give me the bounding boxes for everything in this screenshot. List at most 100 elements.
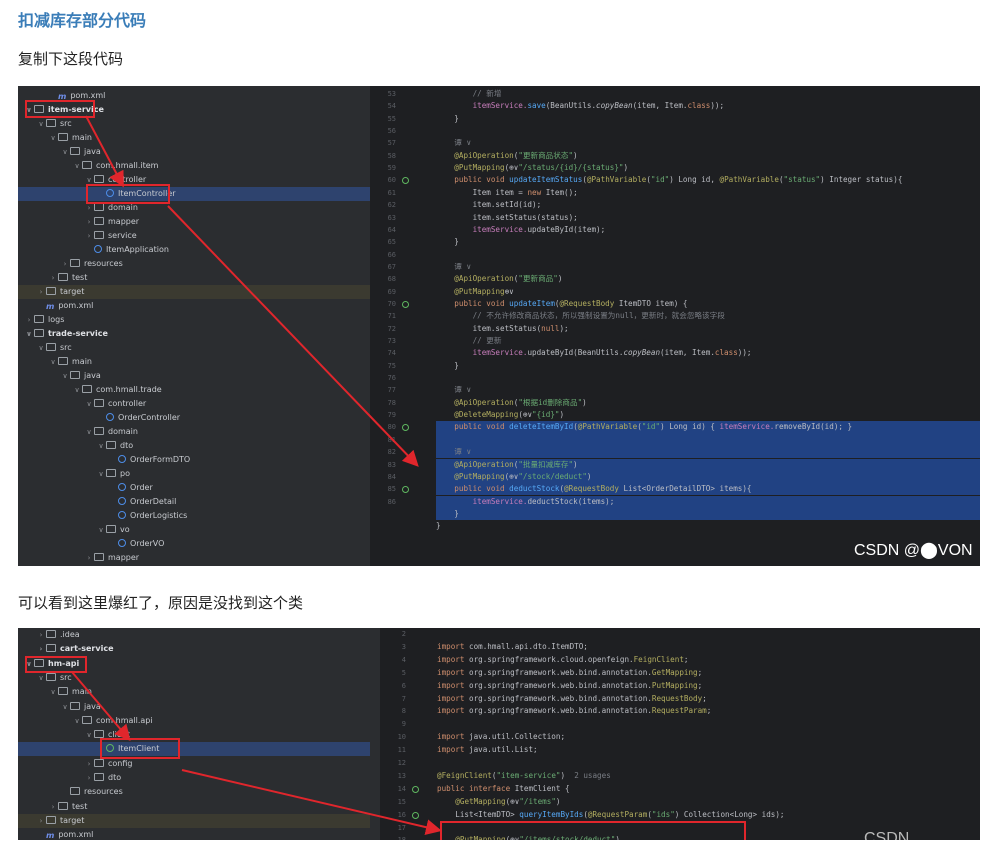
code-line[interactable]: import org.springframework.web.bind.anno… bbox=[437, 693, 980, 705]
code-line[interactable]: Item item = new Item(); bbox=[436, 187, 980, 199]
code-line[interactable]: @PutMapping(⊕∨"/items/stock/deduct") bbox=[437, 834, 980, 840]
tree-item[interactable]: Order bbox=[18, 481, 370, 495]
code-line[interactable]: import java.util.Collection; bbox=[437, 731, 980, 743]
chevron-right-icon[interactable]: › bbox=[39, 816, 43, 825]
chevron-right-icon[interactable]: › bbox=[87, 759, 91, 768]
code-line[interactable]: item.setStatus(null); bbox=[436, 323, 980, 335]
chevron-right-icon[interactable]: › bbox=[87, 204, 91, 212]
code-line[interactable]: public void deleteItemById(@PathVariable… bbox=[436, 421, 980, 434]
code-line[interactable]: itemService.save(BeanUtils.copyBean(item… bbox=[436, 100, 980, 112]
tree-item[interactable]: ›target bbox=[18, 285, 370, 299]
tree-item[interactable]: OrderLogistics bbox=[18, 509, 370, 523]
code-line[interactable]: 谭 ∨ bbox=[436, 261, 980, 273]
chevron-down-icon[interactable]: ∨ bbox=[86, 731, 92, 740]
chevron-right-icon[interactable]: › bbox=[51, 802, 55, 811]
chevron-right-icon[interactable]: › bbox=[87, 232, 91, 240]
code-line[interactable]: List<ItemDTO> queryItemByIds(@RequestPar… bbox=[437, 809, 980, 821]
endpoint-gutter-icon[interactable] bbox=[402, 424, 409, 432]
tree-item[interactable]: ›dto bbox=[18, 771, 370, 785]
code-line[interactable]: @DeleteMapping(⊕∨"{id}") bbox=[436, 409, 980, 421]
chevron-down-icon[interactable]: ∨ bbox=[74, 386, 80, 394]
code-line[interactable]: // 更新 bbox=[436, 335, 980, 347]
tree-item[interactable]: ∨java bbox=[18, 369, 370, 383]
tree-item[interactable]: ∨java bbox=[18, 700, 370, 714]
tree-item[interactable]: ›resources bbox=[18, 257, 370, 271]
chevron-down-icon[interactable]: ∨ bbox=[98, 470, 104, 478]
code-line[interactable]: @GetMapping(⊕∨"/items") bbox=[437, 796, 980, 808]
tree-item[interactable]: ∨domain bbox=[18, 425, 370, 439]
code-line[interactable]: import org.springframework.web.bind.anno… bbox=[437, 705, 980, 717]
tree-item[interactable]: ItemController bbox=[18, 187, 370, 201]
code-line[interactable]: 谭 ∨ bbox=[436, 384, 980, 396]
code-line[interactable]: } bbox=[436, 113, 980, 125]
tree-item[interactable]: ∨item-service bbox=[18, 103, 370, 117]
tree-item[interactable]: ∨src bbox=[18, 671, 370, 685]
code-line[interactable]: import java.util.List; bbox=[437, 744, 980, 756]
tree-item[interactable]: ∨main bbox=[18, 685, 370, 699]
code-line[interactable] bbox=[437, 628, 980, 640]
code-line[interactable]: 谭 ∨ bbox=[436, 446, 980, 459]
tree-item[interactable]: ∨main bbox=[18, 355, 370, 369]
tree-item[interactable]: ∨com.hmall.trade bbox=[18, 383, 370, 397]
code-line[interactable]: import org.springframework.web.bind.anno… bbox=[437, 667, 980, 679]
tree-item[interactable]: ›config bbox=[18, 757, 370, 771]
endpoint-gutter-icon[interactable] bbox=[402, 486, 409, 494]
chevron-right-icon[interactable]: › bbox=[87, 218, 91, 226]
chevron-right-icon[interactable]: › bbox=[87, 774, 91, 782]
chevron-down-icon[interactable]: ∨ bbox=[62, 702, 68, 711]
chevron-down-icon[interactable]: ∨ bbox=[74, 162, 80, 170]
tree-item[interactable]: ∨trade-service bbox=[18, 327, 370, 341]
tree-item[interactable]: ∨com.hmall.api bbox=[18, 714, 370, 728]
chevron-down-icon[interactable]: ∨ bbox=[50, 134, 56, 142]
tree-item[interactable]: ›target bbox=[18, 813, 370, 828]
chevron-right-icon[interactable]: › bbox=[27, 316, 31, 324]
code-line[interactable]: item.setId(id); bbox=[436, 199, 980, 211]
chevron-down-icon[interactable]: ∨ bbox=[98, 442, 104, 450]
chevron-down-icon[interactable]: ∨ bbox=[38, 673, 44, 682]
chevron-down-icon[interactable]: ∨ bbox=[38, 120, 44, 128]
code-line[interactable]: } bbox=[436, 520, 980, 532]
chevron-down-icon[interactable]: ∨ bbox=[50, 358, 56, 366]
tree-item[interactable]: ItemApplication bbox=[18, 243, 370, 257]
tree-item[interactable]: ∨controller bbox=[18, 397, 370, 411]
tree-item[interactable]: ∨dto bbox=[18, 439, 370, 453]
code-line[interactable]: itemService.updateById(item); bbox=[436, 224, 980, 236]
code-line[interactable] bbox=[437, 718, 980, 730]
tree-item[interactable]: ∨po bbox=[18, 467, 370, 481]
chevron-down-icon[interactable]: ∨ bbox=[26, 330, 32, 338]
chevron-right-icon[interactable]: › bbox=[39, 645, 43, 654]
tree-item[interactable]: ›cart-service bbox=[18, 642, 370, 656]
tree-item[interactable]: ›.idea bbox=[18, 628, 370, 642]
tree-item[interactable]: OrderVO bbox=[18, 537, 370, 551]
code-line[interactable]: itemService.updateById(BeanUtils.copyBea… bbox=[436, 347, 980, 359]
code-line[interactable]: import org.springframework.web.bind.anno… bbox=[437, 680, 980, 692]
chevron-right-icon[interactable]: › bbox=[51, 274, 55, 282]
code-line[interactable]: item.setStatus(status); bbox=[436, 212, 980, 224]
code-line[interactable]: public interface ItemClient { bbox=[437, 783, 980, 795]
code-line[interactable]: public void updateItemStatus(@PathVariab… bbox=[436, 174, 980, 186]
code-line[interactable] bbox=[436, 125, 980, 137]
tree-item[interactable]: ∨hm-api bbox=[18, 657, 370, 671]
tree-item[interactable]: ∨com.hmall.item bbox=[18, 159, 370, 173]
code-line[interactable]: @ApiOperation("根据id删除商品") bbox=[436, 397, 980, 409]
code-line[interactable]: @FeignClient("item-service") 2 usages bbox=[437, 770, 980, 782]
tree-item[interactable]: ›logs bbox=[18, 313, 370, 327]
tree-item[interactable]: ∨client bbox=[18, 728, 370, 742]
chevron-down-icon[interactable]: ∨ bbox=[26, 659, 32, 668]
code-line[interactable]: @PutMapping(⊕∨"/status/{id}/{status}") bbox=[436, 162, 980, 174]
code-line[interactable]: } bbox=[436, 236, 980, 248]
code-line[interactable]: @PutMapping(⊕∨"/stock/deduct") bbox=[436, 470, 980, 484]
chevron-right-icon[interactable]: › bbox=[87, 554, 91, 562]
code-line[interactable]: @PutMapping⊕∨ bbox=[436, 286, 980, 298]
code-line[interactable]: } bbox=[436, 360, 980, 372]
tree-item[interactable]: ∨controller bbox=[18, 173, 370, 187]
code-line[interactable] bbox=[436, 249, 980, 261]
chevron-right-icon[interactable]: › bbox=[63, 260, 67, 268]
code-line[interactable]: itemService.deductStock(items); bbox=[436, 495, 980, 508]
endpoint-gutter-icon[interactable] bbox=[412, 811, 419, 819]
chevron-down-icon[interactable]: ∨ bbox=[98, 526, 104, 534]
chevron-down-icon[interactable]: ∨ bbox=[62, 148, 68, 156]
code-line[interactable]: @ApiOperation("更新商品") bbox=[436, 273, 980, 285]
tree-item[interactable]: ∨main bbox=[18, 131, 370, 145]
